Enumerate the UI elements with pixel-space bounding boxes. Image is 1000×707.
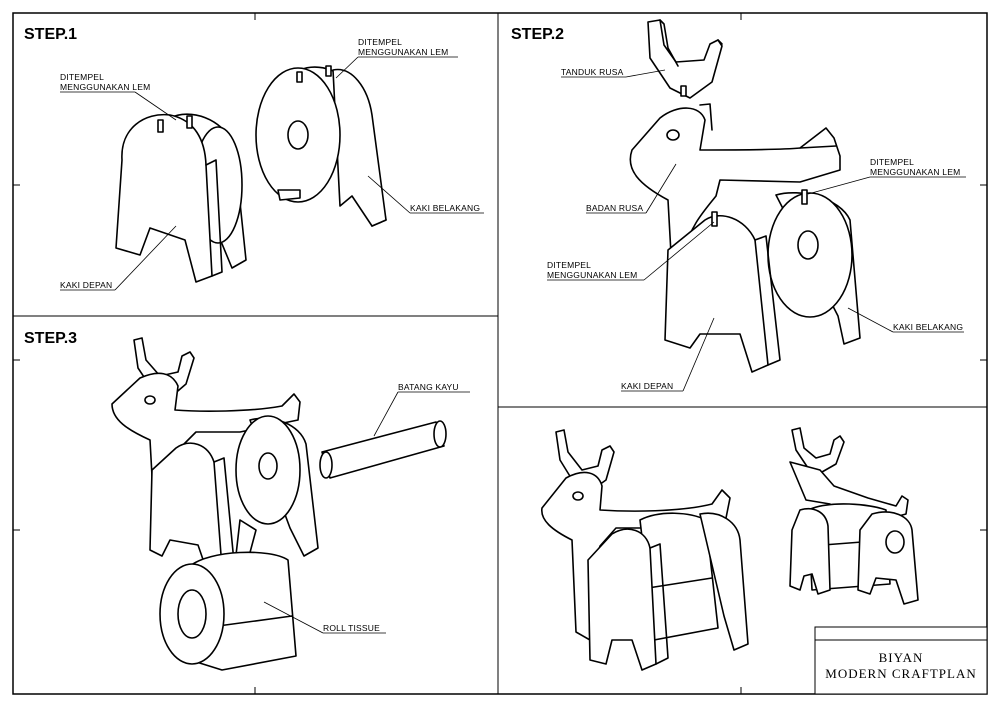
step-3-tissue-roll (159, 551, 297, 671)
step-3-deer-assembly (111, 337, 319, 575)
s2-antlers-label: TANDUK RUSA (561, 67, 624, 77)
s2-glue-top-label-1: DITEMPEL (870, 157, 914, 167)
s2-glue-mid-label-2: MENGGUNAKAN LEM (547, 270, 637, 280)
s2-body-label: BADAN RUSA (586, 203, 643, 213)
step-1-callouts: DITEMPEL MENGGUNAKAN LEM DITEMPEL MENGGU… (60, 37, 484, 291)
s3-tissue-label: ROLL TISSUE (323, 623, 380, 633)
step-2-antlers-part (647, 19, 723, 99)
s1-glue-left-label-2: MENGGUNAKAN LEM (60, 82, 150, 92)
s1-front-legs-label: KAKI DEPAN (60, 280, 112, 290)
step-2-callouts: TANDUK RUSA DITEMPEL MENGGUNAKAN LEM BAD… (547, 67, 966, 392)
s1-back-legs-label: KAKI BELAKANG (410, 203, 480, 213)
step-1-heading: STEP.1 (24, 26, 77, 43)
step-3-heading: STEP.3 (24, 330, 77, 347)
s2-front-legs-label: KAKI DEPAN (621, 381, 673, 391)
s1-glue-left-label-1: DITEMPEL (60, 72, 104, 82)
step-3-wooden-rod (319, 420, 447, 479)
s1-glue-right-label-1: DITEMPEL (358, 37, 402, 47)
final-deer-front-view (541, 429, 749, 671)
s3-rod-label: BATANG KAYU (398, 382, 459, 392)
step-3-callouts: BATANG KAYU ROLL TISSUE (263, 382, 470, 634)
border-ticks (13, 13, 987, 694)
s2-glue-top-label-2: MENGGUNAKAN LEM (870, 167, 960, 177)
title-block: BIYAN MODERN CRAFTPLAN (814, 626, 988, 695)
step-1-back-legs-part (255, 65, 387, 227)
step-2-legs-part (664, 189, 861, 373)
step-1-front-legs-part (115, 113, 247, 283)
final-deer-rear-view (789, 427, 919, 605)
title-line-1: BIYAN (879, 650, 924, 665)
s1-glue-right-label-2: MENGGUNAKAN LEM (358, 47, 448, 57)
step-2-heading: STEP.2 (511, 26, 564, 43)
title-line-2: MODERN CRAFTPLAN (825, 666, 976, 681)
s2-glue-mid-label-1: DITEMPEL (547, 260, 591, 270)
s2-back-legs-label: KAKI BELAKANG (893, 322, 963, 332)
